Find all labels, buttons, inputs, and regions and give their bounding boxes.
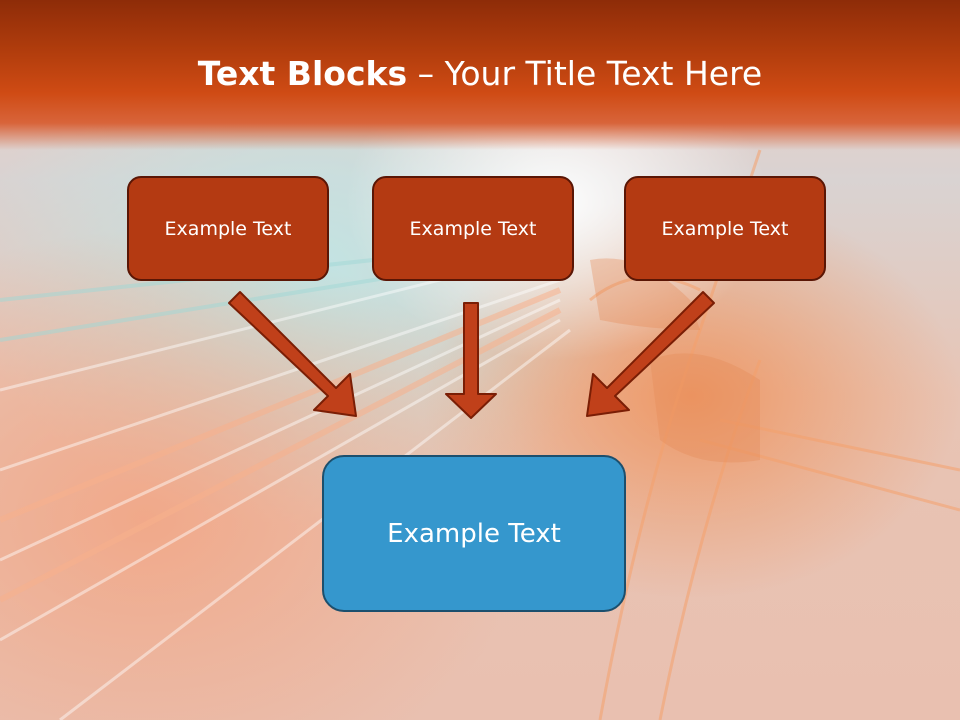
target-text-block[interactable]: Example Text xyxy=(322,455,626,612)
title-band xyxy=(0,0,960,150)
text-block-3-label: Example Text xyxy=(661,217,789,240)
title-bold-part: Text Blocks xyxy=(197,54,408,93)
arrow-down-left-icon xyxy=(586,291,715,417)
text-block-1[interactable]: Example Text xyxy=(127,176,329,281)
slide-title: Text Blocks – Your Title Text Here xyxy=(0,52,960,96)
target-text-block-label: Example Text xyxy=(387,518,561,549)
text-block-2-label: Example Text xyxy=(409,217,537,240)
title-separator: – xyxy=(417,54,435,93)
text-block-3[interactable]: Example Text xyxy=(624,176,826,281)
text-block-1-label: Example Text xyxy=(164,217,292,240)
title-rest: Your Title Text Here xyxy=(444,54,763,93)
arrow-down-icon xyxy=(445,302,497,419)
text-block-2[interactable]: Example Text xyxy=(372,176,574,281)
arrow-down-right-icon xyxy=(228,291,357,417)
